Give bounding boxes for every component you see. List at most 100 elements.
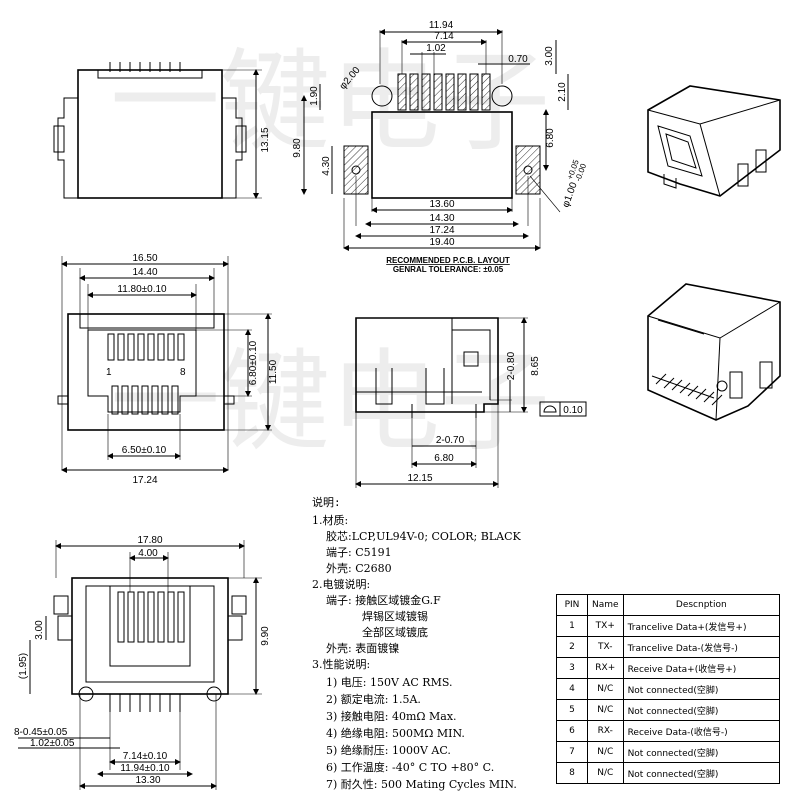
dim-pcb-17-24: 17.24: [429, 225, 454, 236]
pin-name: N/C: [587, 699, 624, 721]
note-line-2: 胶芯:LCP,UL94V-0; COLOR; BLACK: [326, 529, 522, 543]
pin-description: Receive Data+(收信号+): [622, 657, 781, 679]
description-header: Descnption: [622, 594, 781, 616]
note-line-13: 3) 接触电阻: 40mΩ Max.: [326, 709, 457, 723]
note-line-6: 端子: 接触区域镀金G.F: [326, 593, 441, 607]
pin-number: 7: [556, 741, 588, 763]
name-header: Name: [587, 594, 624, 616]
dim-front-6-50: 6.50±0.10: [122, 445, 167, 456]
dim-front-11-80: 11.80±0.10: [117, 284, 167, 295]
note-line-5: 2.电镀说明:: [312, 577, 370, 591]
dim-bottom-pin-pitch: 1.02±0.05: [30, 738, 75, 749]
pin-number: 2: [556, 636, 588, 658]
pin-name: TX+: [587, 615, 624, 637]
dim-pcb-1-02: 1.02: [426, 43, 446, 54]
front-pin-label-1: 1: [106, 367, 112, 378]
dim-front-6-80: 6.80±0.10: [248, 340, 259, 385]
front-view: 1 8 16.50 14.40 11.80±0.10 6.50±0.10 17.…: [57, 253, 279, 486]
dim-pcb-hole: φ1.00: [560, 180, 579, 209]
dim-pcb-6-80: 6.80: [545, 128, 556, 148]
note-line-7: 焊锡区域镀锡: [362, 609, 428, 623]
pin-number: 3: [556, 657, 588, 679]
dim-bottom-13-30: 13.30: [135, 775, 160, 786]
pin-description: Not connected(空脚): [622, 762, 781, 784]
pin-description: Not connected(空脚): [622, 678, 781, 700]
front-contacts: [107, 333, 185, 415]
isometric-bottom: [647, 283, 781, 421]
dim-side-12-15: 12.15: [407, 473, 432, 484]
pin-header: PIN: [556, 594, 588, 616]
pin-name: N/C: [587, 762, 624, 784]
dim-pcb-13-60: 13.60: [429, 199, 454, 210]
pin-name: N/C: [587, 741, 624, 763]
pin-number: 8: [556, 762, 588, 784]
pcb-layout: 11.94 7.14 1.02 0.70 3.00 2.10 6.80 φ2.0…: [292, 20, 588, 274]
dim-front-11-50: 11.50: [268, 359, 279, 384]
dim-pcb-2-10: 2.10: [557, 82, 568, 102]
note-line-8: 全部区域镀底: [362, 625, 428, 639]
dim-pcb-7-14: 7.14: [434, 31, 454, 42]
notes-title: 说明:: [312, 495, 341, 509]
dim-side-8-65: 8.65: [530, 356, 541, 376]
pin-number: 6: [556, 720, 588, 742]
note-line-12: 2) 额定电流: 1.5A.: [326, 692, 421, 706]
pin-name: N/C: [587, 678, 624, 700]
dim-pcb-19-40: 19.40: [429, 237, 454, 248]
pin-number: 4: [556, 678, 588, 700]
bottom-contacts: [117, 591, 185, 643]
side-view: 2-0.80 8.65 2-0.70 6.80 12.15 0.10: [355, 317, 587, 488]
notes-block: 说明: 1.材质: 胶芯:LCP,UL94V-0; COLOR; BLACK 端…: [312, 495, 522, 791]
isometric-top: [647, 85, 781, 197]
note-line-15: 5) 绝缘耐压: 1000V AC.: [326, 743, 451, 757]
dim-side-6-80: 6.80: [434, 453, 454, 464]
pin-number: 5: [556, 699, 588, 721]
pin-name: TX-: [587, 636, 624, 658]
pin-number: 1: [556, 615, 588, 637]
dim-pcb-0-70: 0.70: [508, 54, 528, 65]
dim-pcb-3-00: 3.00: [544, 46, 555, 66]
dim-front-17-24: 17.24: [132, 475, 157, 486]
dim-bottom-3-00: 3.00: [34, 620, 45, 640]
note-line-3: 端子: C5191: [326, 546, 392, 559]
note-line-9: 外壳: 表面镀镍: [326, 641, 399, 655]
flatness-value: 0.10: [563, 405, 583, 416]
bottom-view: 17.80 4.00 9.90 3.00 (1.95) 8-0.45±0.05 …: [14, 535, 271, 790]
dim-bottom-1-95: (1.95): [18, 653, 29, 679]
dim-top-height: 13.15: [260, 127, 271, 152]
top-view: 13.15: [53, 62, 271, 199]
pin-table-header: PIN Name Descnption: [556, 594, 781, 616]
note-line-1: 1.材质:: [312, 513, 348, 527]
pin-description: Not connected(空脚): [622, 699, 781, 721]
dim-bottom-17-80: 17.80: [137, 535, 162, 546]
dim-pcb-4-30: 4.30: [321, 156, 332, 176]
dim-pcb-11-94: 11.94: [429, 20, 454, 31]
pin-pads: [397, 73, 491, 111]
pin-description: Trancelive Data+(发信号+): [622, 615, 781, 637]
dim-bottom-pin-width: 8-0.45±0.05: [14, 727, 68, 738]
dim-pcb-14-30: 14.30: [429, 213, 454, 224]
pin-description: Receive Data-(收信号-): [622, 720, 781, 742]
note-line-14: 4) 绝缘电阻: 500MΩ MIN.: [326, 726, 465, 740]
front-pin-label-8: 8: [180, 367, 186, 378]
dim-front-14-40: 14.40: [132, 267, 157, 278]
watermark-middle: 一键电子: [110, 338, 550, 466]
dim-bottom-7-14: 7.14±0.10: [123, 751, 168, 762]
note-line-10: 3.性能说明:: [312, 657, 370, 671]
pin-description: Trancelive Data-(发信号-): [622, 636, 781, 658]
pcb-tolerance-note: GENRAL TOLERANCE: ±0.05: [393, 265, 504, 274]
pin-name: RX-: [587, 720, 624, 742]
dim-side-2-0-70: 2-0.70: [436, 435, 465, 446]
note-line-17: 7) 耐久性: 500 Mating Cycles MIN.: [326, 777, 517, 791]
dim-bottom-9-90: 9.90: [260, 626, 271, 646]
dim-pcb-1-90: 1.90: [309, 86, 320, 106]
pin-description: Not connected(空脚): [622, 741, 781, 763]
dim-front-16-50: 16.50: [132, 253, 157, 264]
